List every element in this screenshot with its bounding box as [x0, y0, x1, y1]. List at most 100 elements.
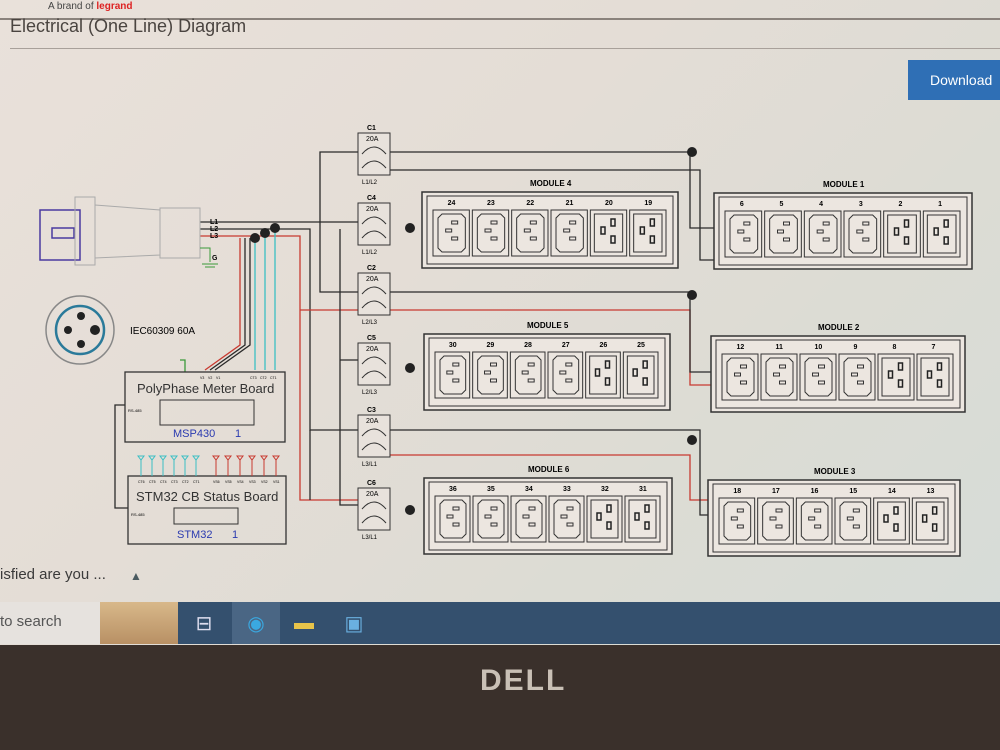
expand-up-icon[interactable]: ▲: [130, 569, 142, 583]
breaker-phase: L3/L1: [362, 462, 378, 468]
phase-label-l1: L1: [210, 219, 218, 226]
outlet-number: 33: [563, 486, 571, 493]
outlet-number: 32: [601, 486, 609, 493]
module-title: MODULE 2: [818, 323, 860, 332]
outlet-number: 7: [932, 344, 936, 351]
outlet-number: 16: [811, 488, 819, 495]
breaker-phase: L2/L3: [362, 320, 378, 326]
sensor-connector-icon: [236, 455, 244, 476]
c13-outlet-icon: [724, 210, 763, 258]
brand-logo: A brand of legrand: [48, 1, 133, 13]
store-icon[interactable]: ▣: [344, 612, 364, 635]
breaker-phase: L1/L2: [362, 250, 378, 256]
brand-name: legrand: [96, 1, 133, 12]
outlet-number: 24: [448, 200, 456, 207]
outlet-number: 5: [780, 201, 784, 208]
c19-outlet-icon: [883, 210, 921, 258]
status-chip-label: STM32: [177, 529, 212, 541]
wire: [209, 238, 251, 371]
module-title: MODULE 1: [823, 180, 865, 189]
pin-label: CT6: [138, 480, 145, 484]
outlet-number: 31: [639, 486, 647, 493]
c13-outlet-icon: [547, 351, 584, 399]
outlet-number: 3: [859, 201, 863, 208]
breaker-rating: 20A: [366, 276, 379, 283]
sensor-connector-icon: [212, 455, 220, 476]
pin-label: V2: [208, 376, 212, 380]
outlet-number: 27: [562, 342, 570, 349]
current-transformer-icon: [687, 147, 697, 157]
sensor-connector-icon: [159, 455, 167, 476]
wire: [114, 404, 128, 509]
ground-label: G: [212, 255, 218, 262]
meter-id: 1: [235, 428, 241, 440]
wire: [309, 229, 360, 506]
breaker-name: C3: [367, 407, 376, 414]
meter-port-label: RS-485: [128, 408, 142, 413]
c13-outlet-icon: [550, 209, 588, 257]
meter-board: PolyPhase Meter Board MSP430 1 RS-485: [124, 371, 286, 443]
pin-label: VS5: [225, 480, 232, 484]
breaker-phase: L1/L2: [362, 180, 378, 186]
breaker-rating: 20A: [366, 491, 379, 498]
outlet-number: 12: [737, 344, 745, 351]
c13-outlet-icon: [834, 497, 872, 545]
pin-label: VS6: [213, 480, 220, 484]
pin-label: V3: [200, 376, 204, 380]
pin-label: VS1: [273, 480, 280, 484]
breaker-rating: 20A: [366, 346, 379, 353]
pin-label: CT1: [193, 480, 200, 484]
c13-outlet-icon: [509, 351, 546, 399]
c13-outlet-icon: [434, 351, 471, 399]
c13-outlet-icon: [434, 495, 471, 543]
outlet-number: 35: [487, 486, 495, 493]
outlet-number: 36: [449, 486, 457, 493]
c19-outlet-icon: [624, 495, 661, 543]
current-transformer-icon: [250, 233, 260, 243]
wire: [390, 454, 708, 501]
wire: [200, 151, 360, 293]
pin-label: VS4: [237, 480, 244, 484]
status-id: 1: [232, 529, 238, 541]
sensor-connector-icon: [137, 455, 145, 476]
pin-label: CT5: [149, 480, 156, 484]
edge-browser-icon[interactable]: ◉: [232, 602, 280, 644]
c13-outlet-icon: [795, 497, 833, 545]
outlet-number: 19: [644, 200, 652, 207]
meter-board-title: PolyPhase Meter Board: [137, 381, 274, 396]
breaker-name: C2: [367, 265, 376, 272]
current-transformer-icon: [687, 290, 697, 300]
outlet-number: 21: [566, 200, 574, 207]
c13-outlet-icon: [471, 209, 510, 257]
c13-outlet-icon: [803, 210, 842, 258]
module-title: MODULE 5: [527, 321, 569, 330]
outlet-number: 13: [927, 488, 935, 495]
breaker-c2: C2 20A L2/L3: [357, 265, 391, 326]
current-transformer-icon: [405, 363, 415, 373]
task-view-icon[interactable]: ⊟: [195, 612, 213, 635]
outlet-number: 8: [893, 344, 897, 351]
socket-face-icon: [45, 295, 115, 365]
meter-chip-label: MSP430: [173, 428, 215, 440]
c13-outlet-icon: [757, 497, 794, 545]
wire: [204, 238, 241, 371]
c13-outlet-icon: [511, 209, 549, 257]
sensor-connector-icon: [148, 455, 156, 476]
outlet-number: 17: [772, 488, 780, 495]
survey-prompt[interactable]: isfied are you ...: [0, 566, 106, 583]
status-port-label: RS-485: [131, 512, 145, 517]
sensor-connector-icon: [170, 455, 178, 476]
c13-outlet-icon: [843, 210, 882, 258]
c13-outlet-icon: [548, 495, 585, 543]
taskbar: to search ⊟ ◉ ▬ ▣: [0, 602, 1000, 644]
file-explorer-icon[interactable]: ▬: [294, 611, 314, 634]
pin-label: VS3: [249, 480, 256, 484]
c13-outlet-icon: [472, 495, 509, 543]
download-button[interactable]: Download: [908, 60, 1000, 100]
